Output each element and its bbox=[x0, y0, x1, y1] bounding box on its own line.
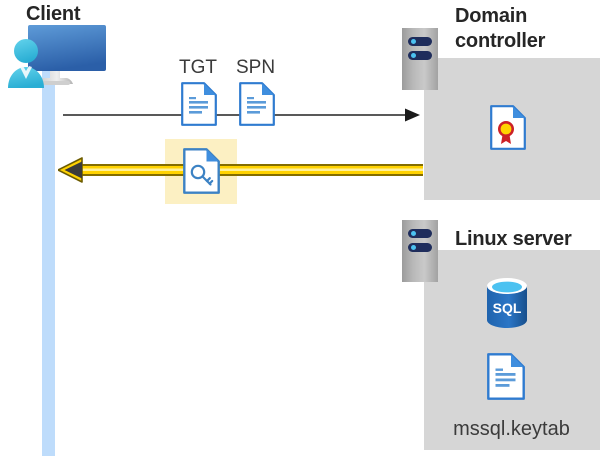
key-document-icon bbox=[183, 148, 220, 194]
tgt-caption: TGT bbox=[179, 57, 217, 78]
sql-database-label: SQL bbox=[493, 300, 522, 316]
certificate-document-icon bbox=[490, 105, 526, 150]
request-arrow-client-to-domain-controller bbox=[63, 108, 420, 122]
spn-caption: SPN bbox=[236, 57, 276, 78]
server-bay-indicator bbox=[408, 37, 432, 46]
domain-controller-server-icon bbox=[402, 28, 438, 90]
sql-database-icon: SQL bbox=[485, 277, 529, 329]
keytab-document-icon bbox=[487, 353, 525, 400]
domain-controller-label-line2: controller bbox=[455, 30, 546, 52]
domain-controller-label: Domain controller bbox=[455, 4, 595, 54]
linux-server-icon bbox=[402, 220, 438, 282]
tgt-document-icon bbox=[181, 82, 217, 126]
server-bay-indicator bbox=[408, 51, 432, 60]
server-bay-indicator bbox=[408, 229, 432, 238]
linux-server-label: Linux server bbox=[455, 228, 572, 250]
client-computer-user-icon bbox=[6, 24, 106, 96]
spn-document-icon bbox=[239, 82, 275, 126]
domain-controller-label-line1: Domain bbox=[455, 5, 528, 27]
client-lifeline bbox=[42, 62, 55, 456]
response-arrow-domain-controller-to-client bbox=[57, 157, 423, 183]
server-bay-indicator bbox=[408, 243, 432, 252]
keytab-filename-caption: mssql.keytab bbox=[453, 418, 570, 440]
client-label: Client bbox=[26, 3, 81, 25]
